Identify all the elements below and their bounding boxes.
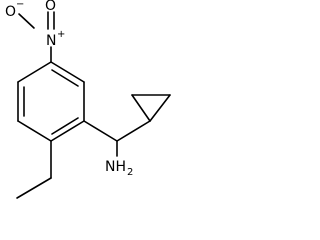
ring-bond-4 — [50, 120, 85, 142]
negative-charge-label: − — [16, 0, 24, 10]
ring-bond-4-inner — [51, 117, 79, 135]
amine-label: NH — [105, 159, 126, 175]
ring-bond-6 — [50, 61, 85, 83]
ring-bond-6-inner — [51, 69, 79, 87]
cyclopropyl-bond-1 — [131, 94, 151, 122]
bond-ring-ch — [83, 120, 118, 142]
ring-bond-1 — [17, 61, 52, 83]
bond-o-n-left — [18, 13, 35, 29]
ring-bond-3 — [17, 120, 52, 142]
bond-ch-cyclopropyl — [116, 120, 151, 142]
bond-ethyl-ch3 — [16, 177, 52, 199]
amine-subscript: 2 — [127, 167, 133, 178]
oxygen-top-label: O — [45, 0, 56, 14]
structure-canvas: O − N + O NH 2 — [5, 0, 171, 199]
positive-charge-label: + — [57, 29, 65, 40]
oxygen-left-label: O — [5, 4, 16, 20]
cyclopropyl-bond-3 — [149, 94, 171, 122]
nitrogen-nitro-label: N — [46, 33, 56, 49]
molecule-diagram: O − N + O NH 2 — [5, 0, 171, 199]
